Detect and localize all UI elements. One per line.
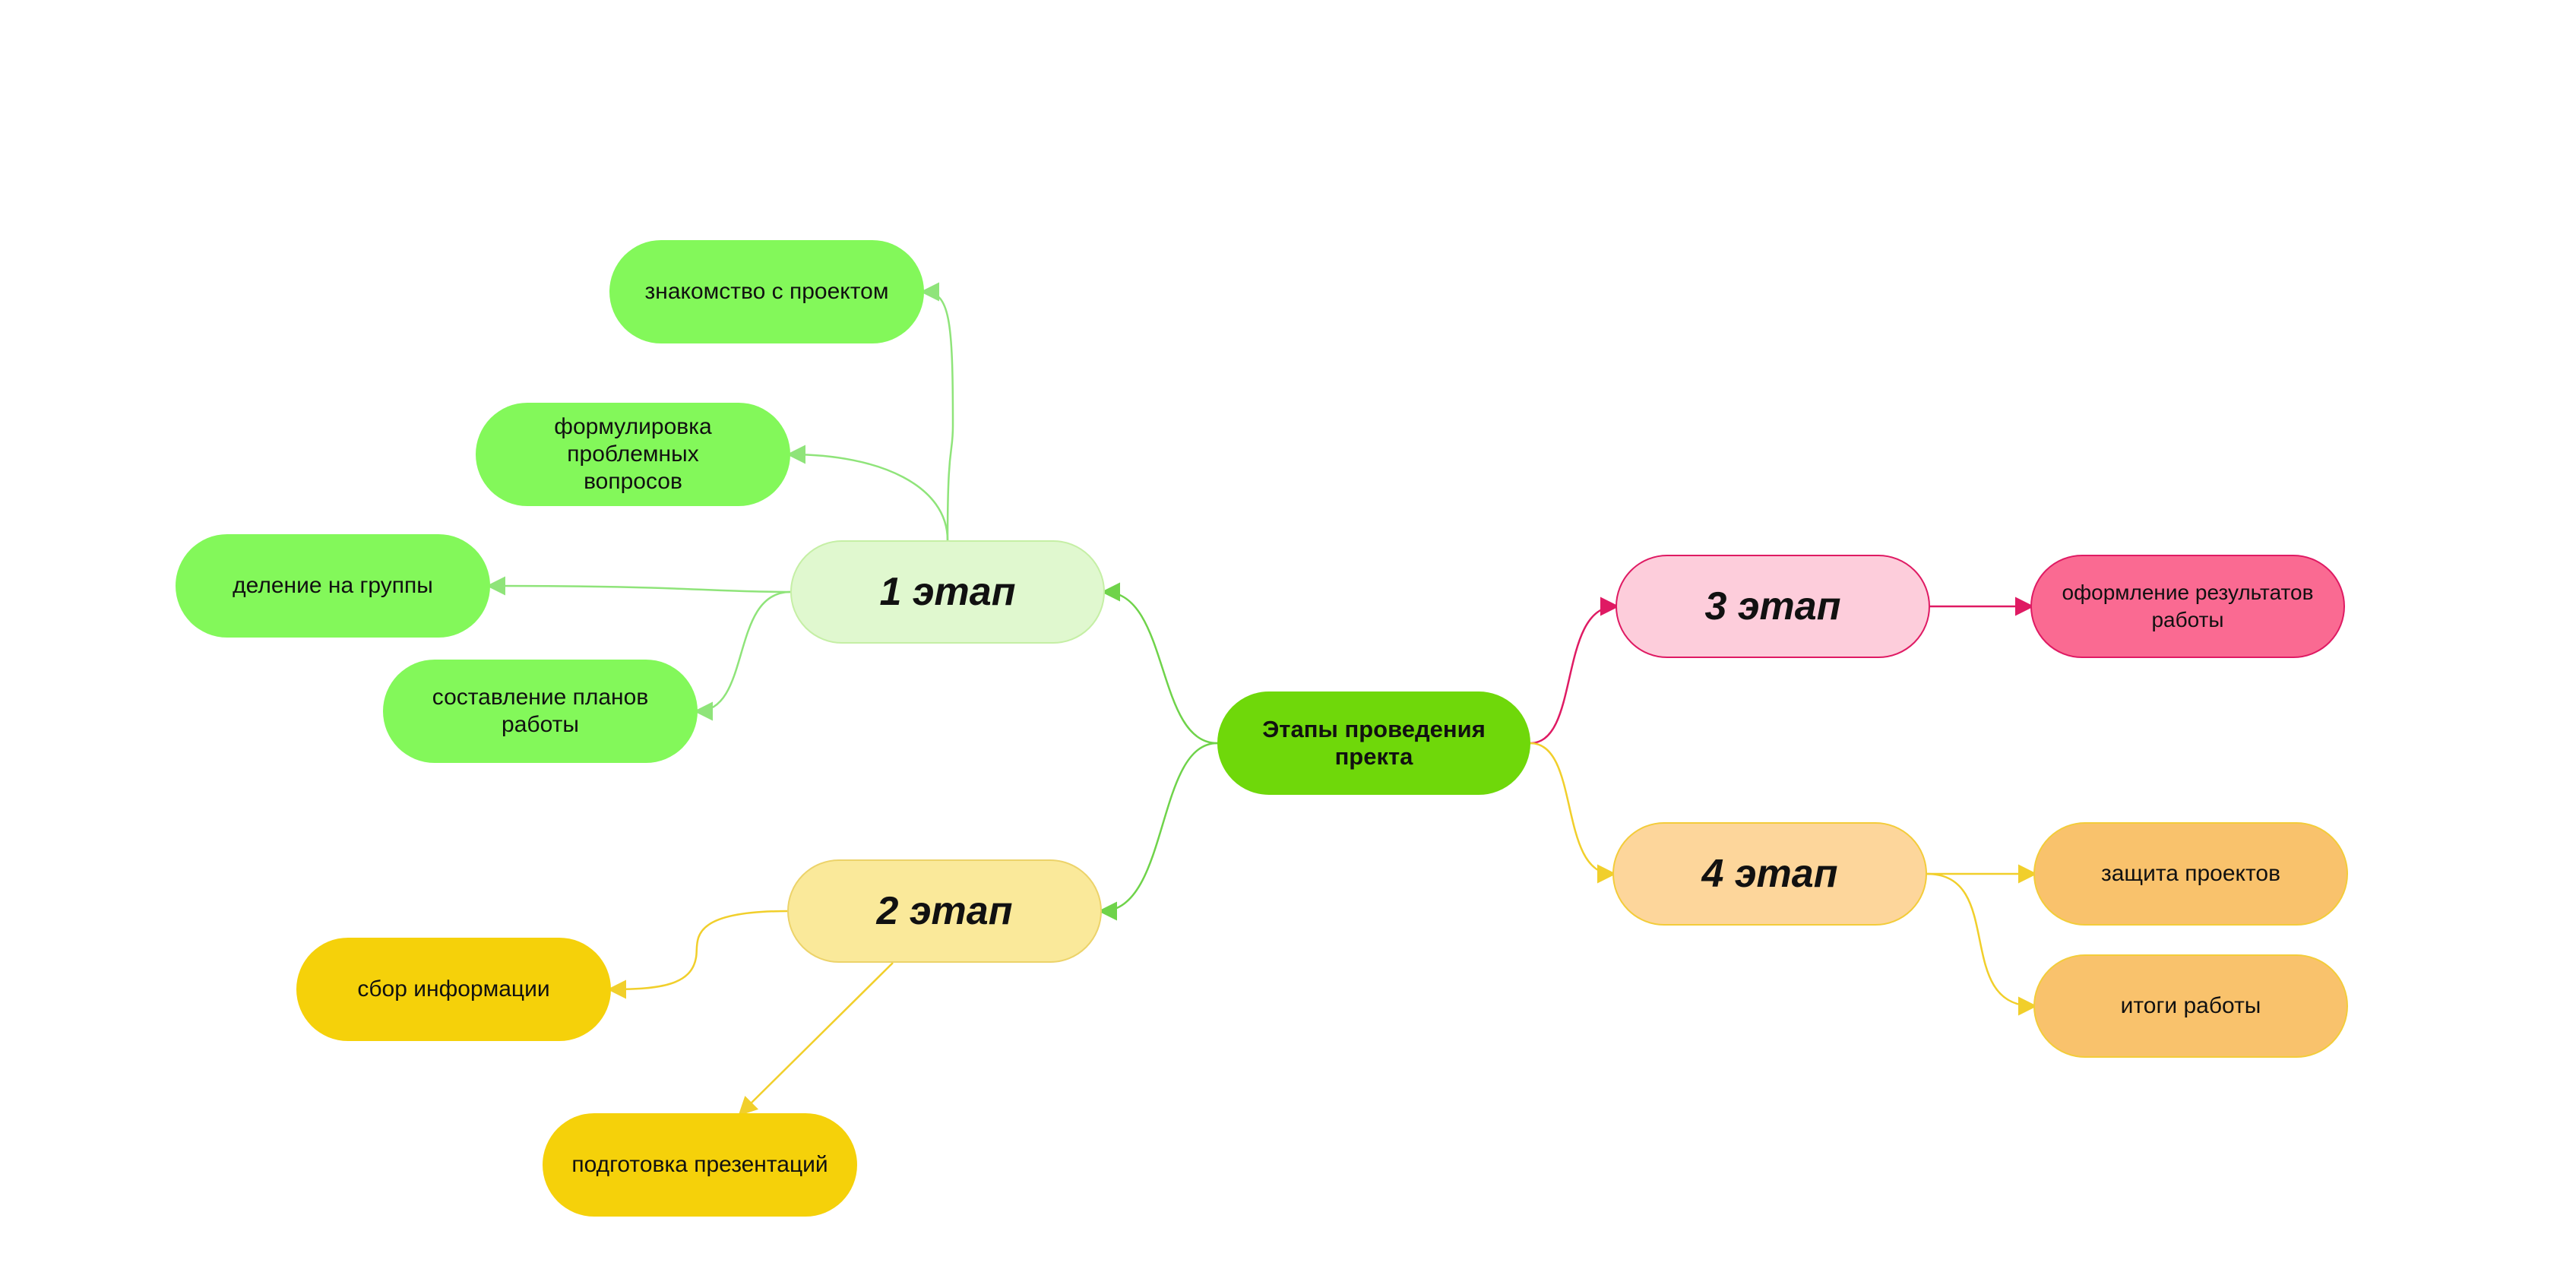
stage-1-item-project-intro[interactable]: знакомство с проектом <box>609 240 924 343</box>
stage-4-node[interactable]: 4 этап <box>1612 822 1927 926</box>
stage-1-node[interactable]: 1 этап <box>790 540 1105 644</box>
stage-3-node[interactable]: 3 этап <box>1616 555 1930 658</box>
link-stage2-info <box>607 910 788 999</box>
link-root-stage2 <box>1098 742 1218 921</box>
link-stage2-slides <box>738 962 894 1116</box>
root-node[interactable]: Этапы проведения пректа <box>1217 691 1530 795</box>
item-label: подготовка презентаций <box>571 1152 828 1177</box>
link-root-stage4 <box>1530 742 1616 884</box>
stage-1-label: 1 этап <box>879 570 1016 614</box>
stage-2-label: 2 этап <box>876 889 1013 933</box>
link-stage1-plans <box>694 590 791 721</box>
stage-3-label: 3 этап <box>1704 584 1841 628</box>
stage-4-item-work-summary[interactable]: итоги работы <box>2033 954 2348 1058</box>
item-label: сбор информации <box>357 976 550 1002</box>
stage-4-item-project-defense[interactable]: защита проектов <box>2033 822 2348 926</box>
stage-3-item-results-formatting[interactable]: оформление результатов работы <box>2030 555 2345 658</box>
item-label-line-1: формулировка проблемных <box>554 414 712 467</box>
item-label: составление планов работы <box>432 685 649 737</box>
stage-2-item-presentation-prep[interactable]: подготовка презентаций <box>543 1113 857 1217</box>
link-stage1-questions <box>786 445 949 541</box>
stage-1-item-work-plans[interactable]: составление планов работы <box>383 660 698 763</box>
item-label: итоги работы <box>2120 993 2261 1018</box>
stage-1-item-group-split[interactable]: деление на группы <box>176 534 490 638</box>
stage-1-item-problem-questions[interactable]: формулировка проблемных вопросов <box>476 403 790 506</box>
item-label-line-2: вопросов <box>584 469 682 494</box>
item-label: защита проектов <box>2100 861 2281 886</box>
stage-2-item-info-gathering[interactable]: сбор информации <box>296 938 611 1041</box>
item-label: деление на группы <box>233 573 433 598</box>
link-root-stage1 <box>1101 582 1218 745</box>
stage-2-node[interactable]: 2 этап <box>787 859 1102 963</box>
stage-4-label: 4 этап <box>1701 852 1838 896</box>
item-label: знакомство с проектом <box>644 279 889 304</box>
link-stage1-groups <box>486 576 791 596</box>
link-root-stage3 <box>1530 597 1619 745</box>
item-label: оформление результатов работы <box>2062 581 2314 631</box>
link-stage4-summary <box>1926 872 2037 1016</box>
root-label: Этапы проведения пректа <box>1262 716 1486 770</box>
link-stage1-intro <box>920 282 954 541</box>
